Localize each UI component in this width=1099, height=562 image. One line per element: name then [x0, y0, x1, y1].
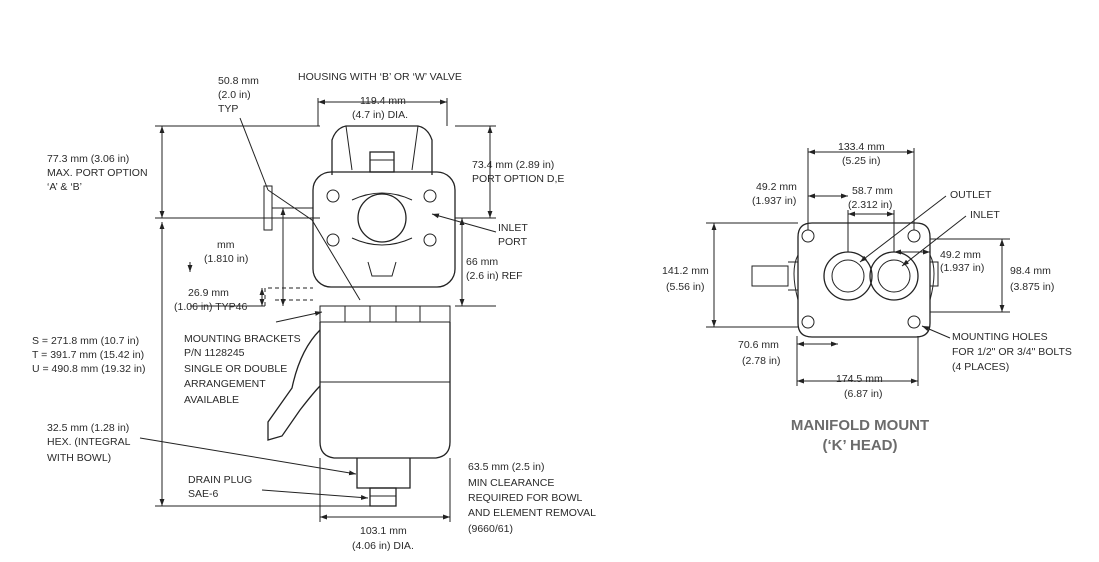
- manifold-subtitle: (‘K’ HEAD): [823, 437, 898, 454]
- drain-plug: [369, 487, 397, 507]
- port-typ-in: (2.0 in): [218, 89, 251, 101]
- left-offset-mm: 49.2 mm: [756, 181, 797, 193]
- port-de-dim: 73.4 mm (2.89 in): [472, 159, 554, 171]
- clearance-dim: 63.5 mm (2.5 in): [468, 461, 544, 473]
- port-typ-note: TYP: [218, 103, 238, 115]
- mounting-holes-count: (4 PLACES): [952, 361, 1009, 373]
- hex-nut: [356, 458, 411, 489]
- side-port-stub: [751, 265, 789, 287]
- inlet-port-bore: [357, 193, 407, 243]
- width-top-mm: 133.4 mm: [838, 141, 885, 153]
- hex-note-2: WITH BOWL): [47, 452, 111, 464]
- bottom-offset-mm: 70.6 mm: [738, 339, 779, 351]
- bracket-plate: [263, 185, 273, 231]
- head-flange: [312, 171, 456, 288]
- ref-dim-mm: 66 mm: [466, 256, 498, 268]
- drain-plug-size: SAE-6: [188, 488, 219, 500]
- length-u: U = 490.8 mm (19.32 in): [32, 363, 146, 375]
- height-right-mm: 98.4 mm: [1010, 265, 1051, 277]
- flange-bolt-hole: [326, 233, 340, 247]
- mounting-hole: [907, 229, 921, 243]
- outlet-port: [823, 251, 873, 301]
- hex-note: HEX. (INTEGRAL: [47, 436, 131, 448]
- typ46-mm: 26.9 mm: [188, 287, 229, 299]
- brackets-arrangement: ARRANGEMENT: [184, 378, 266, 390]
- height-left-mm: 141.2 mm: [662, 265, 709, 277]
- height-right-in: (3.875 in): [1010, 281, 1054, 293]
- width-bottom-in: (6.87 in): [844, 388, 883, 400]
- max-port-note: MAX. PORT OPTION: [47, 167, 148, 179]
- brackets-available: AVAILABLE: [184, 394, 239, 406]
- mounting-hole: [801, 315, 815, 329]
- bowl-dim-mm: 103.1 mm: [360, 525, 407, 537]
- inlet-label: INLET: [970, 209, 1000, 221]
- port-de-note: PORT OPTION D,E: [472, 173, 564, 185]
- length-s: S = 271.8 mm (10.7 in): [32, 335, 139, 347]
- mounting-bracket: [267, 329, 321, 441]
- mounting-hole: [907, 315, 921, 329]
- bracket-dim-in: (1.810 in): [204, 253, 248, 265]
- filter-bowl: [319, 322, 451, 459]
- width-dim-in: (4.7 in) DIA.: [352, 109, 408, 121]
- clearance-note-2: REQUIRED FOR BOWL: [468, 492, 583, 504]
- outlet-label: OUTLET: [950, 189, 992, 201]
- max-port-options: ‘A’ & ‘B’: [47, 181, 82, 193]
- port-typ-mm: 50.8 mm: [218, 75, 259, 87]
- manifold-view: 133.4 mm (5.25 in) 49.2 mm (1.937 in) 58…: [662, 141, 1072, 454]
- length-t: T = 391.7 mm (15.42 in): [32, 349, 144, 361]
- housing-label: HOUSING WITH ‘B’ OR ‘W’ VALVE: [298, 71, 462, 83]
- typ46-in: (1.06 in) TYP46: [174, 301, 248, 313]
- mounting-hole: [801, 229, 815, 243]
- flange-bolt-hole: [326, 189, 340, 203]
- max-port-dim: 77.3 mm (3.06 in): [47, 153, 129, 165]
- manifold-plate: [797, 222, 931, 338]
- right-offset-mm: 49.2 mm: [940, 249, 981, 261]
- inlet-port-label: INLET: [498, 222, 528, 234]
- right-boss: [929, 261, 939, 287]
- mounting-holes-label: MOUNTING HOLES: [952, 331, 1048, 343]
- brackets-title: MOUNTING BRACKETS: [184, 333, 301, 345]
- width-top-in: (5.25 in): [842, 155, 881, 167]
- width-dim-mm: 119.4 mm: [360, 95, 406, 107]
- left-offset-in: (1.937 in): [752, 195, 796, 207]
- hex-dim: 32.5 mm (1.28 in): [47, 422, 129, 434]
- mounting-holes-bolts: FOR 1/2" OR 3/4" BOLTS: [952, 346, 1072, 358]
- width-bottom-mm: 174.5 mm: [836, 373, 883, 385]
- height-left-in: (5.56 in): [666, 281, 705, 293]
- housing-neck: [345, 125, 419, 171]
- manifold-title: MANIFOLD MOUNT: [791, 417, 929, 434]
- brackets-pn: P/N 1128245: [184, 347, 245, 359]
- clearance-note-3: AND ELEMENT REMOVAL: [468, 507, 596, 519]
- clearance-model: (9660/61): [468, 523, 513, 535]
- bowl-dim-in: (4.06 in) DIA.: [352, 540, 414, 552]
- bottom-offset-in: (2.78 in): [742, 355, 781, 367]
- clearance-note: MIN CLEARANCE: [468, 477, 554, 489]
- bracket-band: [319, 305, 451, 323]
- side-view: HOUSING WITH ‘B’ OR ‘W’ VALVE 119.4 mm (…: [32, 71, 596, 552]
- ref-dim-in: (2.6 in) REF: [466, 270, 523, 282]
- brackets-option: SINGLE OR DOUBLE: [184, 363, 287, 375]
- drain-plug-label: DRAIN PLUG: [188, 474, 252, 486]
- flange-bolt-hole: [423, 233, 437, 247]
- bracket-dim-mm: mm: [217, 239, 235, 251]
- center-dist-in: (2.312 in): [848, 199, 892, 211]
- flange-bolt-hole: [423, 189, 437, 203]
- manifold-body: [793, 254, 935, 301]
- right-offset-in: (1.937 in): [940, 262, 984, 274]
- top-plug: [369, 151, 395, 173]
- center-dist-mm: 58.7 mm: [852, 185, 893, 197]
- housing-head: [331, 125, 433, 175]
- inlet-port-label-2: PORT: [498, 236, 528, 248]
